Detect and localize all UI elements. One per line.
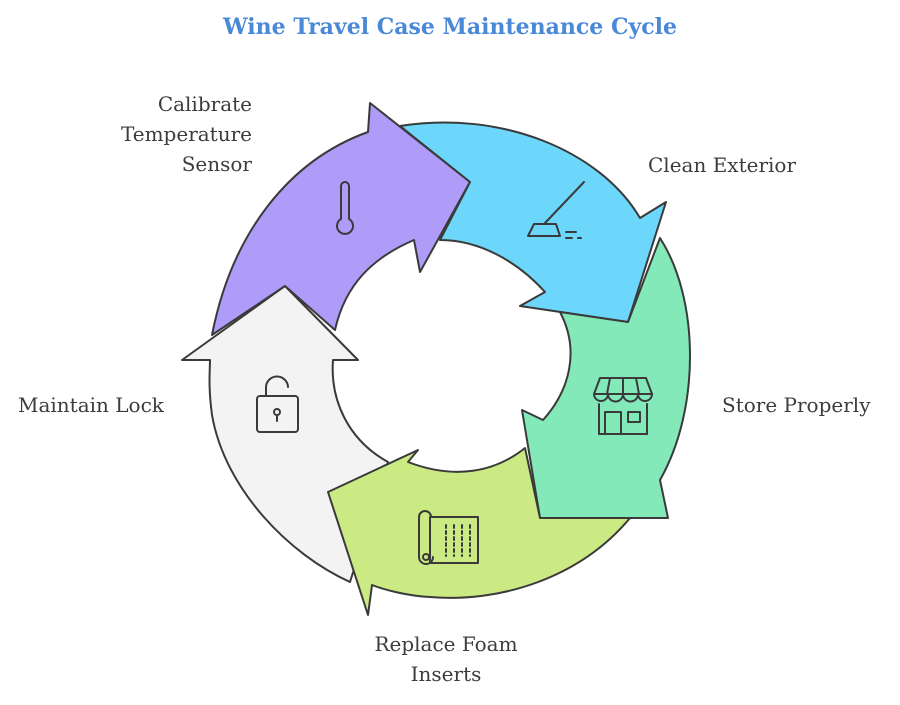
diagram-title: Wine Travel Case Maintenance Cycle bbox=[222, 14, 677, 40]
step-label-store: Store Properly bbox=[722, 390, 871, 420]
foam-roll-icon bbox=[418, 510, 479, 565]
step-label-clean: Clean Exterior bbox=[648, 150, 796, 180]
step-label-line: Clean Exterior bbox=[648, 153, 797, 177]
step-label-calibrate: Calibrate Temperature Sensor bbox=[121, 89, 252, 179]
step-label-line: Inserts bbox=[410, 662, 482, 686]
thermometer-icon bbox=[336, 181, 354, 235]
step-label-line: Sensor bbox=[181, 152, 252, 176]
step-label-line: Calibrate bbox=[157, 92, 252, 116]
step-label-replace: Replace Foam Inserts bbox=[346, 629, 546, 689]
storefront-icon bbox=[593, 377, 653, 435]
step-label-line: Store Properly bbox=[722, 393, 871, 417]
broom-icon bbox=[527, 181, 585, 239]
step-label-lock: Maintain Lock bbox=[18, 390, 164, 420]
segment-clean bbox=[399, 121, 667, 323]
step-label-line: Replace Foam bbox=[374, 632, 518, 656]
step-label-line: Maintain Lock bbox=[18, 393, 164, 417]
step-label-line: Temperature bbox=[120, 122, 252, 146]
lock-open-icon bbox=[256, 375, 299, 433]
